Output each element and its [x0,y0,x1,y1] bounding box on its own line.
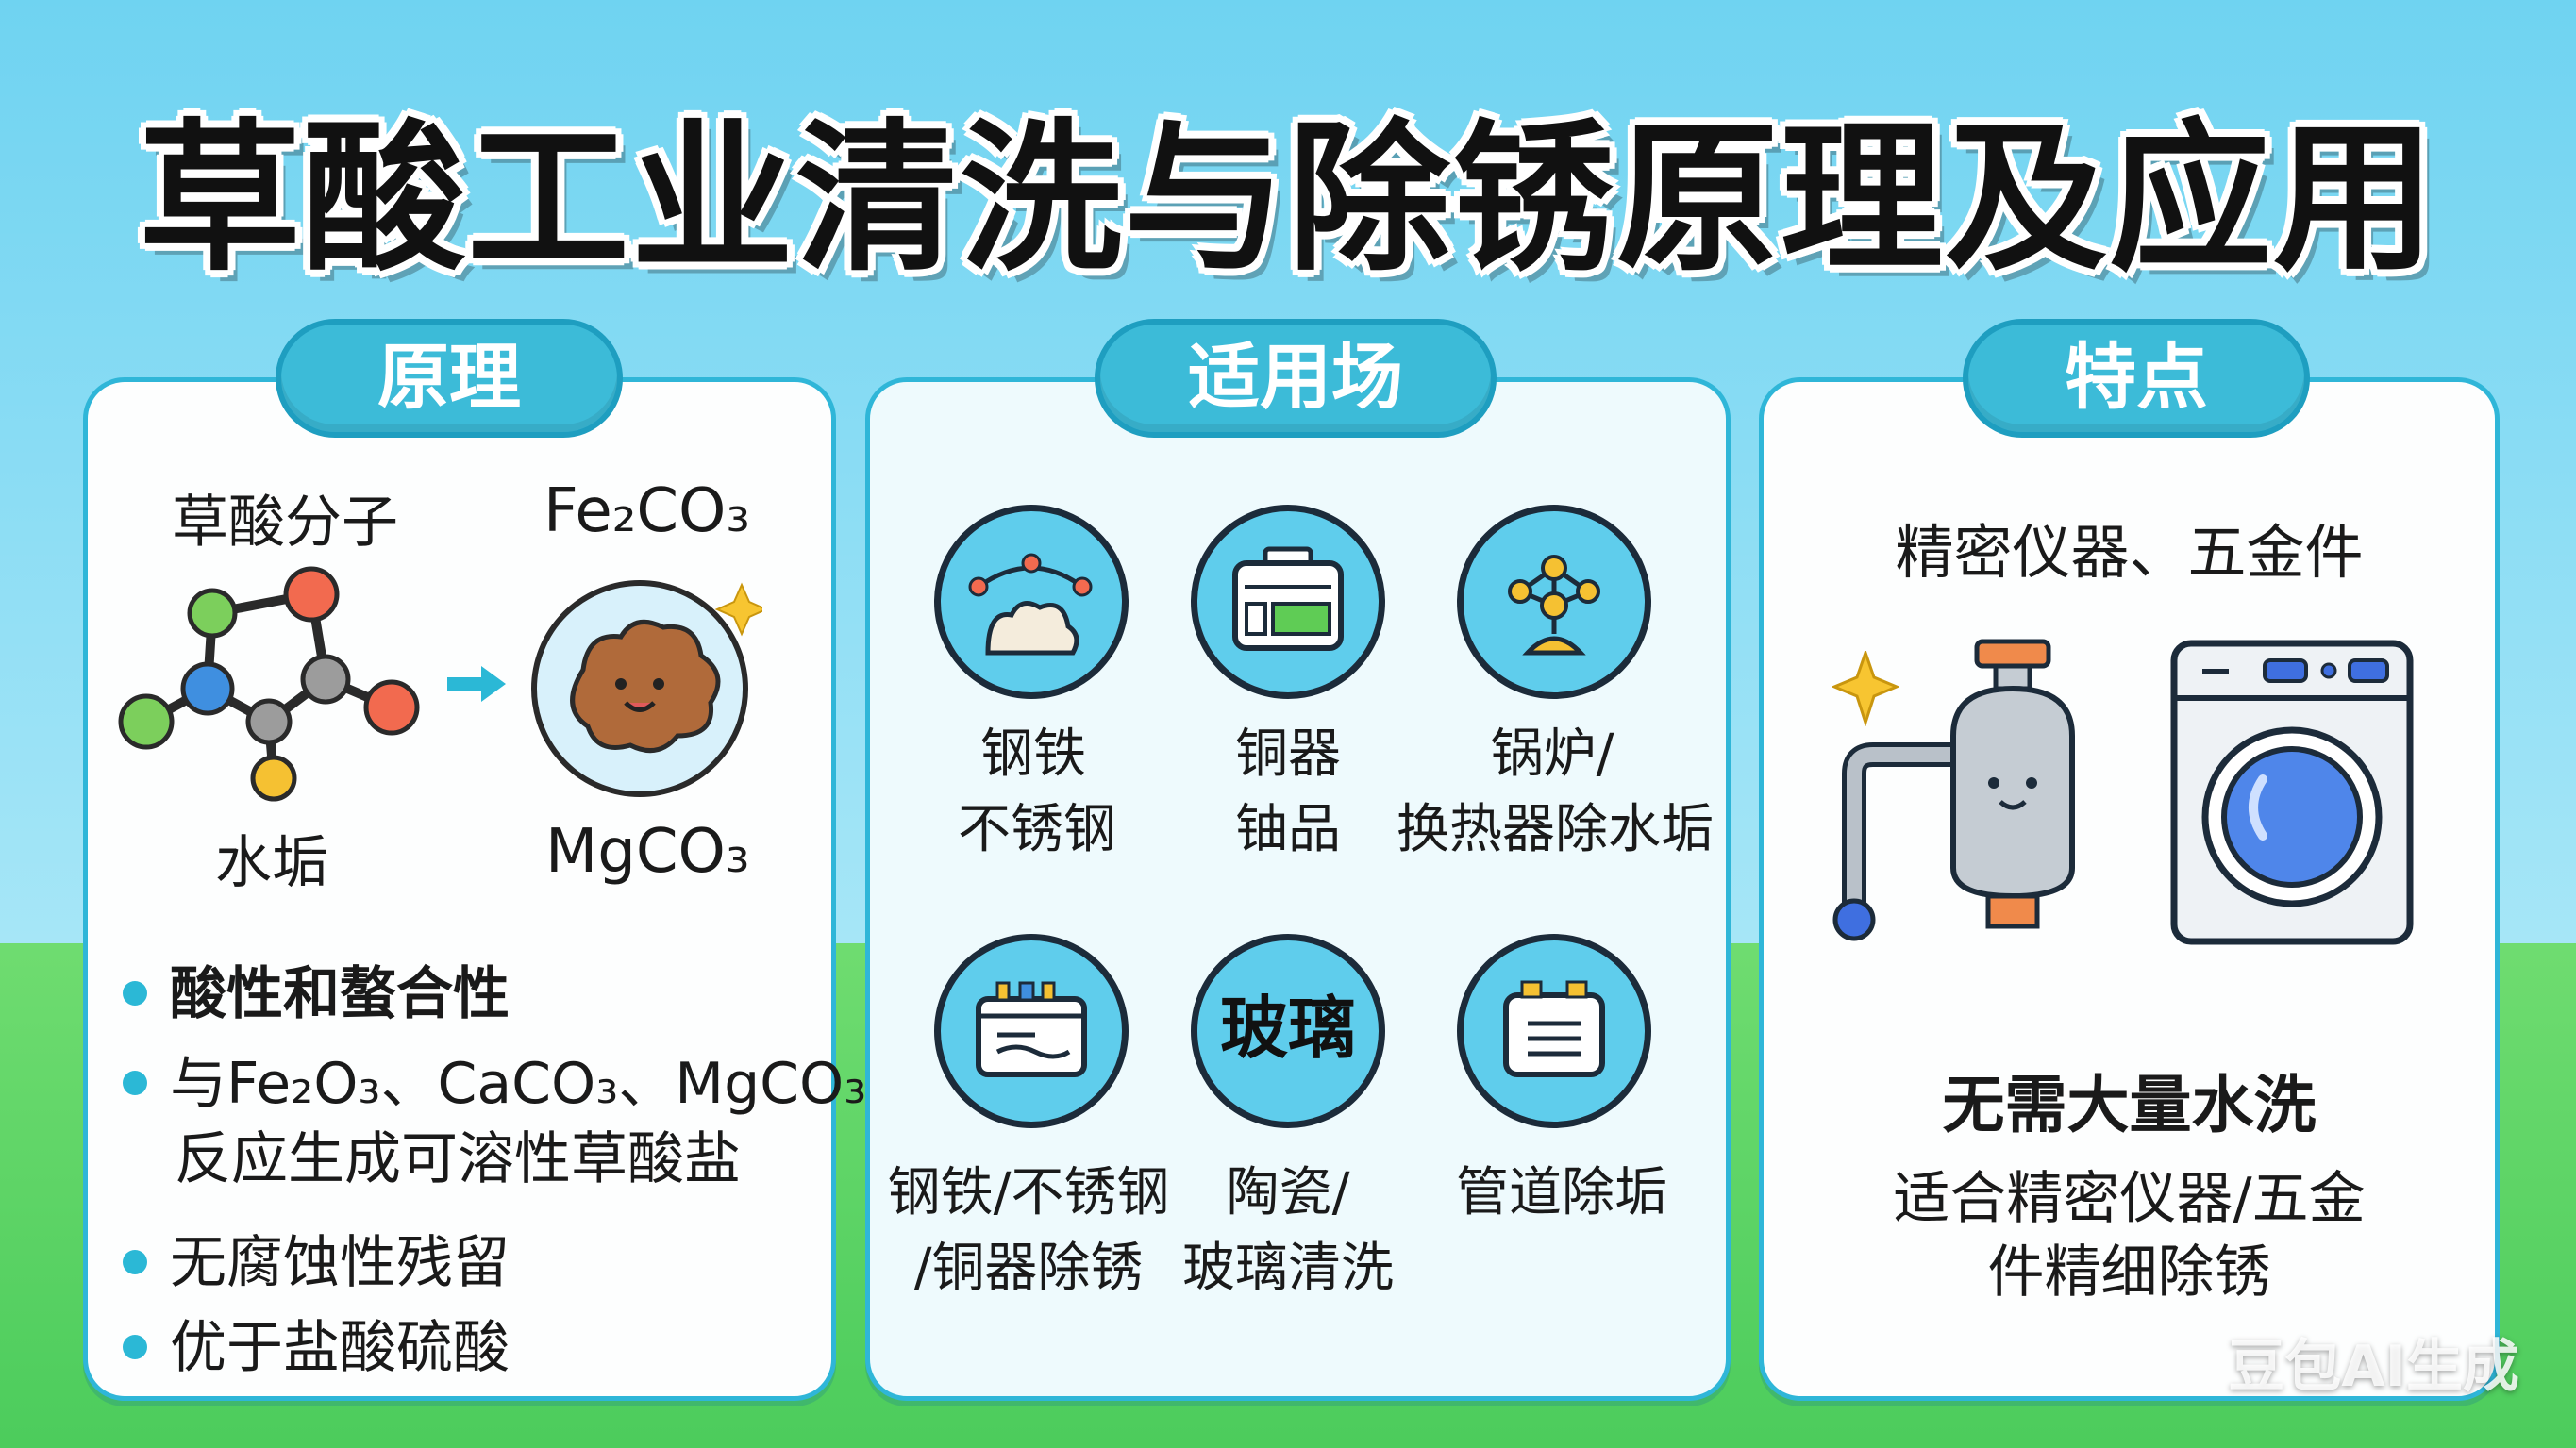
molecule-icon [118,566,420,802]
rust-particle-icon [531,580,762,797]
oxalic-molecule-label: 草酸分子 [172,490,398,556]
fe-compound-label: Fe₂CO₃ [544,476,751,546]
bullet-dot [123,1335,147,1360]
bullet-item: 酸性和螯合性 [123,948,510,1030]
principle-panel [83,377,836,1401]
bullet-item: 优于盐酸硫酸 [123,1302,510,1384]
bullet-dot [123,981,147,1007]
glass-text-icon: 玻璃 [1191,934,1385,1128]
features-header: 特点 [1963,319,2310,438]
washing-machine-icon [2170,640,2414,945]
bullet-item: 无腐蚀性残留 [123,1217,510,1299]
scene-label: 铜器铀品 [1235,724,1341,860]
bullet-item-continued: 反应生成可溶性草酸盐 [175,1126,741,1192]
scene-label: 管道除垢 [1456,1162,1667,1223]
pipe-tank-icon [1457,934,1651,1128]
bullet-dot [123,1250,147,1275]
features-desc-line2: 件精细除锈 [1987,1240,2271,1306]
bullet-dot [123,1071,147,1096]
bullet-item: 与Fe₂O₃、CaCO₃、MgCO₃ [123,1038,866,1120]
principle-header: 原理 [276,319,623,438]
limescale-icon [934,505,1129,699]
scene-label: 陶瓷/玻璃清洗 [1182,1162,1394,1299]
battery-device-icon [1191,505,1385,699]
watermark-text: 豆包AI生成 [2228,1334,2519,1400]
pressure-tank-icon [1832,639,2075,941]
scene-label: 钢铁/不锈钢/铜器除锈 [887,1162,1170,1299]
arrow-right-icon [447,666,506,702]
scene-label: 锅炉/换热器除水垢 [1397,724,1714,860]
page-title: 草酸工业清洗与除锈原理及应用 [139,104,2437,293]
scene-label: 钢铁不锈钢 [958,724,1116,860]
basin-icon [934,934,1129,1128]
features-desc-line1: 适合精密仪器/五金 [1893,1166,2366,1232]
features-bold-label: 无需大量水洗 [1942,1069,2317,1141]
scenes-header: 适用场 [1095,319,1497,438]
scale-label: 水垢 [215,830,328,896]
features-top-label: 精密仪器、五金件 [1895,518,2364,587]
sparkle-icon [1832,651,1899,726]
molecule-stand-icon [1457,505,1651,699]
features-panel [1759,377,2500,1401]
mg-compound-label: MgCO₃ [545,817,750,887]
